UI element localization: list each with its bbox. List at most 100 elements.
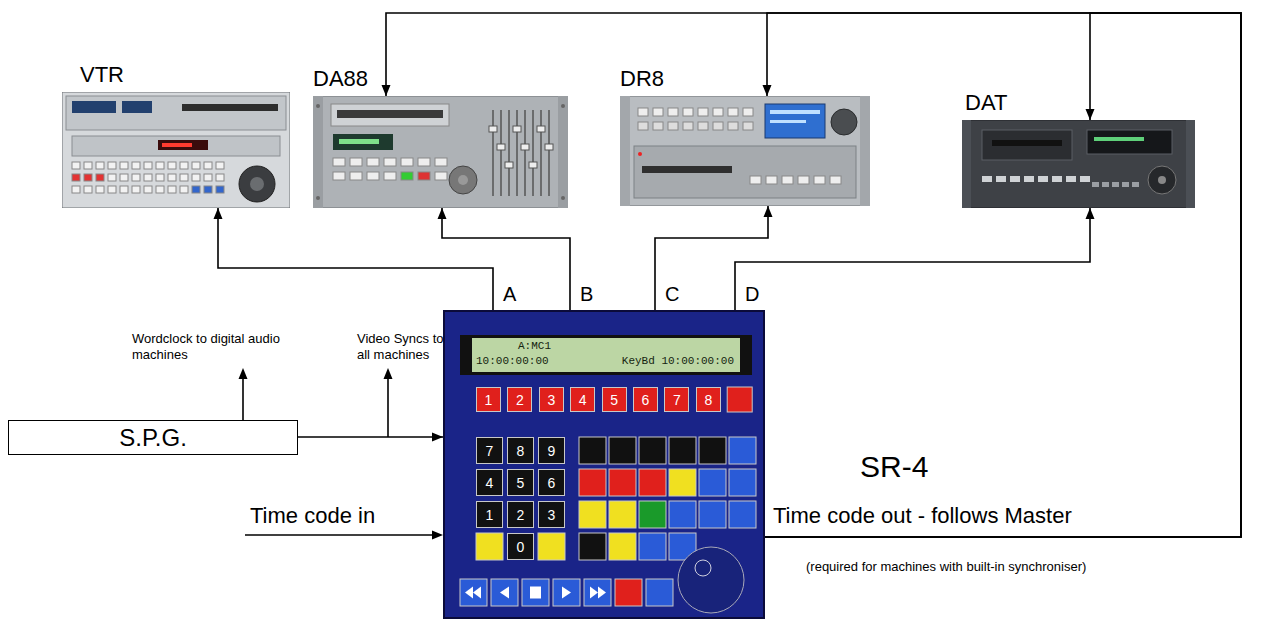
device-part xyxy=(1094,137,1144,141)
key-button: 3 xyxy=(539,387,564,412)
arrowhead xyxy=(763,85,772,96)
connector-line xyxy=(298,436,443,438)
device-part xyxy=(653,122,663,130)
device-part xyxy=(96,174,104,181)
annotation: Video Syncs to all machines xyxy=(357,331,449,362)
device-part xyxy=(713,108,723,116)
port-label: B xyxy=(578,282,595,306)
panel-button xyxy=(609,533,636,560)
device-part xyxy=(992,140,1062,146)
device-part xyxy=(743,108,753,116)
device-part xyxy=(489,126,497,132)
device-part xyxy=(513,126,521,132)
reverse-symbol xyxy=(500,587,509,599)
transport-button xyxy=(646,579,673,606)
connector xyxy=(438,208,571,310)
device-illustration xyxy=(620,96,870,206)
device-part xyxy=(333,134,393,150)
device-part xyxy=(1112,182,1119,187)
device-part xyxy=(1010,176,1020,182)
device-part xyxy=(192,186,200,193)
generator-box: S.P.G. xyxy=(8,420,298,455)
device-part xyxy=(668,108,678,116)
stop-symbol xyxy=(530,587,541,599)
device-part xyxy=(743,122,753,130)
device-part xyxy=(620,96,630,206)
box-label: S.P.G. xyxy=(119,424,187,452)
device-part xyxy=(1052,176,1062,182)
device-part xyxy=(516,110,518,196)
device-part xyxy=(765,104,825,138)
device-part xyxy=(72,162,80,169)
key-button: 7 xyxy=(664,387,689,412)
device-part xyxy=(180,162,188,169)
device-part xyxy=(982,176,992,182)
panel-button xyxy=(579,501,606,528)
lcd-display: A:MC110:00:00:00KeyBd 10:00:00:00 xyxy=(460,335,752,375)
transport-button xyxy=(553,579,580,606)
panel-button xyxy=(476,533,503,560)
device-part xyxy=(367,158,379,166)
lcd-readout: 10:00:00:00 xyxy=(476,355,549,368)
device-part xyxy=(108,174,116,181)
device-part xyxy=(144,186,152,193)
device-part xyxy=(458,175,468,185)
panel-button xyxy=(669,469,696,496)
device-part xyxy=(333,158,345,166)
key-label: 8 xyxy=(517,443,525,459)
dat-recorder: DAT xyxy=(962,120,1195,208)
device-part xyxy=(333,172,345,180)
device-part xyxy=(1066,176,1076,182)
device-part xyxy=(156,162,164,169)
device-part xyxy=(204,186,212,193)
connector xyxy=(763,13,1242,537)
multitrack-recorder: DA88 xyxy=(313,96,568,208)
panel-button xyxy=(639,437,666,464)
device-part xyxy=(1132,182,1139,187)
device-part xyxy=(192,174,200,181)
device-illustration xyxy=(62,92,290,208)
device-part xyxy=(728,122,738,130)
wordclock-line xyxy=(242,378,244,420)
device-part xyxy=(84,162,92,169)
device-part xyxy=(1087,130,1172,154)
device-part xyxy=(638,122,648,130)
connector-line xyxy=(442,208,570,310)
key-button: 1 xyxy=(476,501,503,528)
device-part xyxy=(120,186,128,193)
device-part xyxy=(401,158,413,166)
device-part xyxy=(168,174,176,181)
disk-recorder: DR8 xyxy=(620,96,870,206)
device-part xyxy=(331,104,449,126)
key-label: 4 xyxy=(579,392,587,408)
device-part xyxy=(156,174,164,181)
key-button: 1 xyxy=(476,387,501,412)
device-label: DAT xyxy=(965,90,1007,116)
device-part xyxy=(653,108,663,116)
connector-line xyxy=(765,13,1241,537)
arrowhead xyxy=(438,208,447,219)
panel-label: SR-4 xyxy=(860,450,928,484)
connector xyxy=(298,433,443,442)
device-part xyxy=(713,122,723,130)
device-label: DR8 xyxy=(620,66,664,92)
key-label: 3 xyxy=(547,392,555,408)
key-label: 3 xyxy=(548,507,556,523)
device-part xyxy=(313,96,323,208)
device-part xyxy=(508,110,510,196)
transport-button xyxy=(615,579,642,606)
device-part xyxy=(668,122,678,130)
arrowhead xyxy=(239,368,248,379)
device-illustration xyxy=(962,120,1195,208)
transport-button xyxy=(491,579,518,606)
transport-button xyxy=(584,579,611,606)
timecode-in-line xyxy=(245,534,433,536)
device-part xyxy=(62,92,290,208)
controller-panel: SR-4A:MC110:00:00:00KeyBd 10:00:00:00123… xyxy=(443,310,765,619)
device-part xyxy=(250,177,264,191)
device-part xyxy=(1080,176,1090,182)
device-part xyxy=(168,186,176,193)
key-button: 0 xyxy=(507,533,534,560)
device-part xyxy=(401,172,413,180)
jog-finger-dimple xyxy=(695,560,711,576)
